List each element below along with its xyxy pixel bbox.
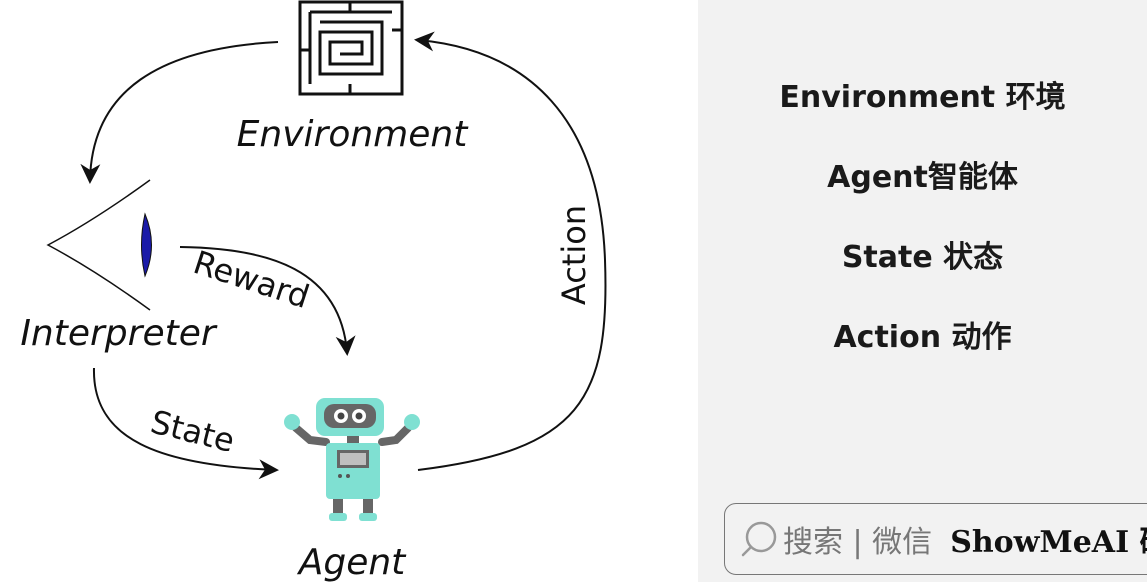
brand-name: ShowMeAI 研 bbox=[950, 525, 1147, 560]
eye-icon bbox=[46, 179, 152, 311]
term-agent: Agent智能体 bbox=[827, 160, 1018, 195]
search-bar[interactable]: 搜索 | 微信 ShowMeAI 研 bbox=[724, 503, 1147, 575]
rl-loop-diagram: Environment Interpreter Agent bbox=[20, 0, 607, 582]
glossary-panel: Environment 环境 Agent智能体 State 状态 Action … bbox=[698, 0, 1147, 582]
action-label: Action bbox=[555, 205, 593, 305]
action-arrow bbox=[414, 31, 607, 471]
environment-label: Environment bbox=[237, 114, 470, 155]
state-label: State bbox=[147, 403, 238, 460]
search-query-text: 搜索 | 微信 bbox=[783, 525, 933, 560]
environment-to-interpreter-arrow bbox=[80, 41, 279, 184]
term-state: State 状态 bbox=[841, 240, 1004, 275]
term-environment: Environment 环境 bbox=[779, 80, 1066, 115]
term-action: Action 动作 bbox=[833, 320, 1012, 355]
interpreter-label: Interpreter bbox=[20, 313, 218, 354]
maze-icon bbox=[298, 0, 404, 96]
agent-label: Agent bbox=[297, 542, 407, 582]
state-arrow bbox=[92, 367, 279, 480]
search-icon bbox=[741, 521, 777, 557]
robot-icon bbox=[284, 398, 420, 521]
reward-arrow bbox=[179, 246, 356, 356]
